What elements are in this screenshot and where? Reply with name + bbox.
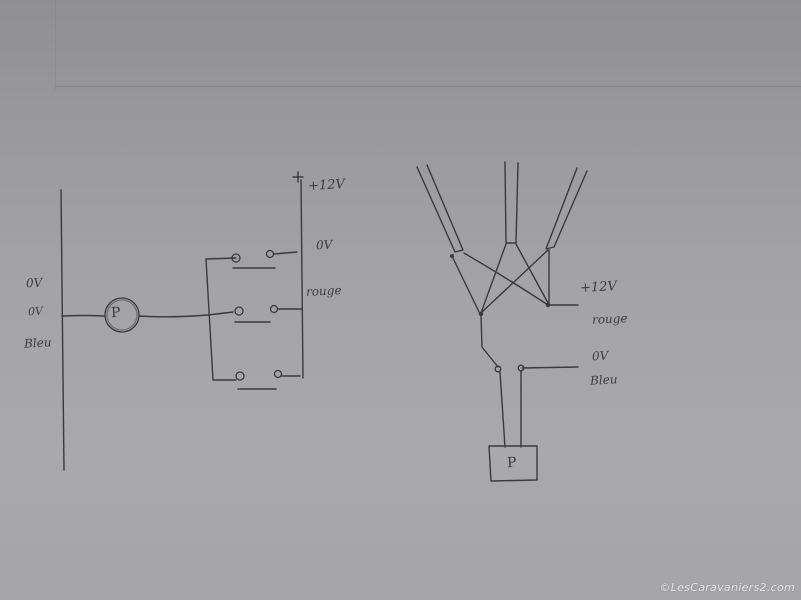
label-bleu-left: Bleu <box>23 335 52 351</box>
pump-symbol-right <box>488 445 538 482</box>
pump-label-right: P <box>506 454 517 472</box>
label-12v-right: +12V <box>579 279 618 296</box>
pump-label-left: P <box>110 304 121 322</box>
switch-2 <box>234 304 303 323</box>
paper-edge <box>55 0 56 90</box>
left-circuit <box>60 171 304 471</box>
switch-1 <box>231 249 298 269</box>
wire-c <box>480 243 507 314</box>
input-pair-middle <box>504 161 519 244</box>
label-rouge-left: rouge <box>305 283 342 299</box>
pump-to-switches-wire <box>138 311 234 318</box>
switch-3 <box>235 369 301 390</box>
label-0v-right-circuit: 0V <box>591 348 609 364</box>
supply-rail <box>300 179 304 379</box>
switch-bank-left-bus <box>205 257 237 381</box>
watermark: ©LesCaravaniers2.com <box>659 581 795 594</box>
label-12v-left: +12V <box>307 177 346 194</box>
wire-e <box>481 249 549 313</box>
label-rouge-right: rouge <box>591 311 628 327</box>
junction <box>450 254 454 258</box>
wire-a <box>451 255 481 315</box>
label-0v-right: 0V <box>315 237 333 253</box>
wire-b <box>463 252 549 306</box>
ground-to-pump-wire <box>61 314 105 317</box>
switch-lever <box>480 314 499 368</box>
pump-wire-1 <box>499 371 506 448</box>
label-0v-mid: 0V <box>27 304 44 319</box>
switch-contact-1 <box>494 365 502 373</box>
pump-symbol-left <box>104 297 140 333</box>
right-circuit <box>416 161 588 482</box>
wire-d <box>515 243 549 304</box>
plus-sign <box>292 171 304 183</box>
junction <box>545 302 551 308</box>
input-pair-left <box>416 164 464 253</box>
input-pair-right <box>545 167 588 250</box>
ground-rail <box>60 189 65 471</box>
junction <box>478 311 484 317</box>
label-bleu-right: Bleu <box>589 372 618 388</box>
paper-fold-line <box>55 86 801 87</box>
ground-out-wire <box>521 366 579 369</box>
label-0v-top: 0V <box>25 275 43 291</box>
